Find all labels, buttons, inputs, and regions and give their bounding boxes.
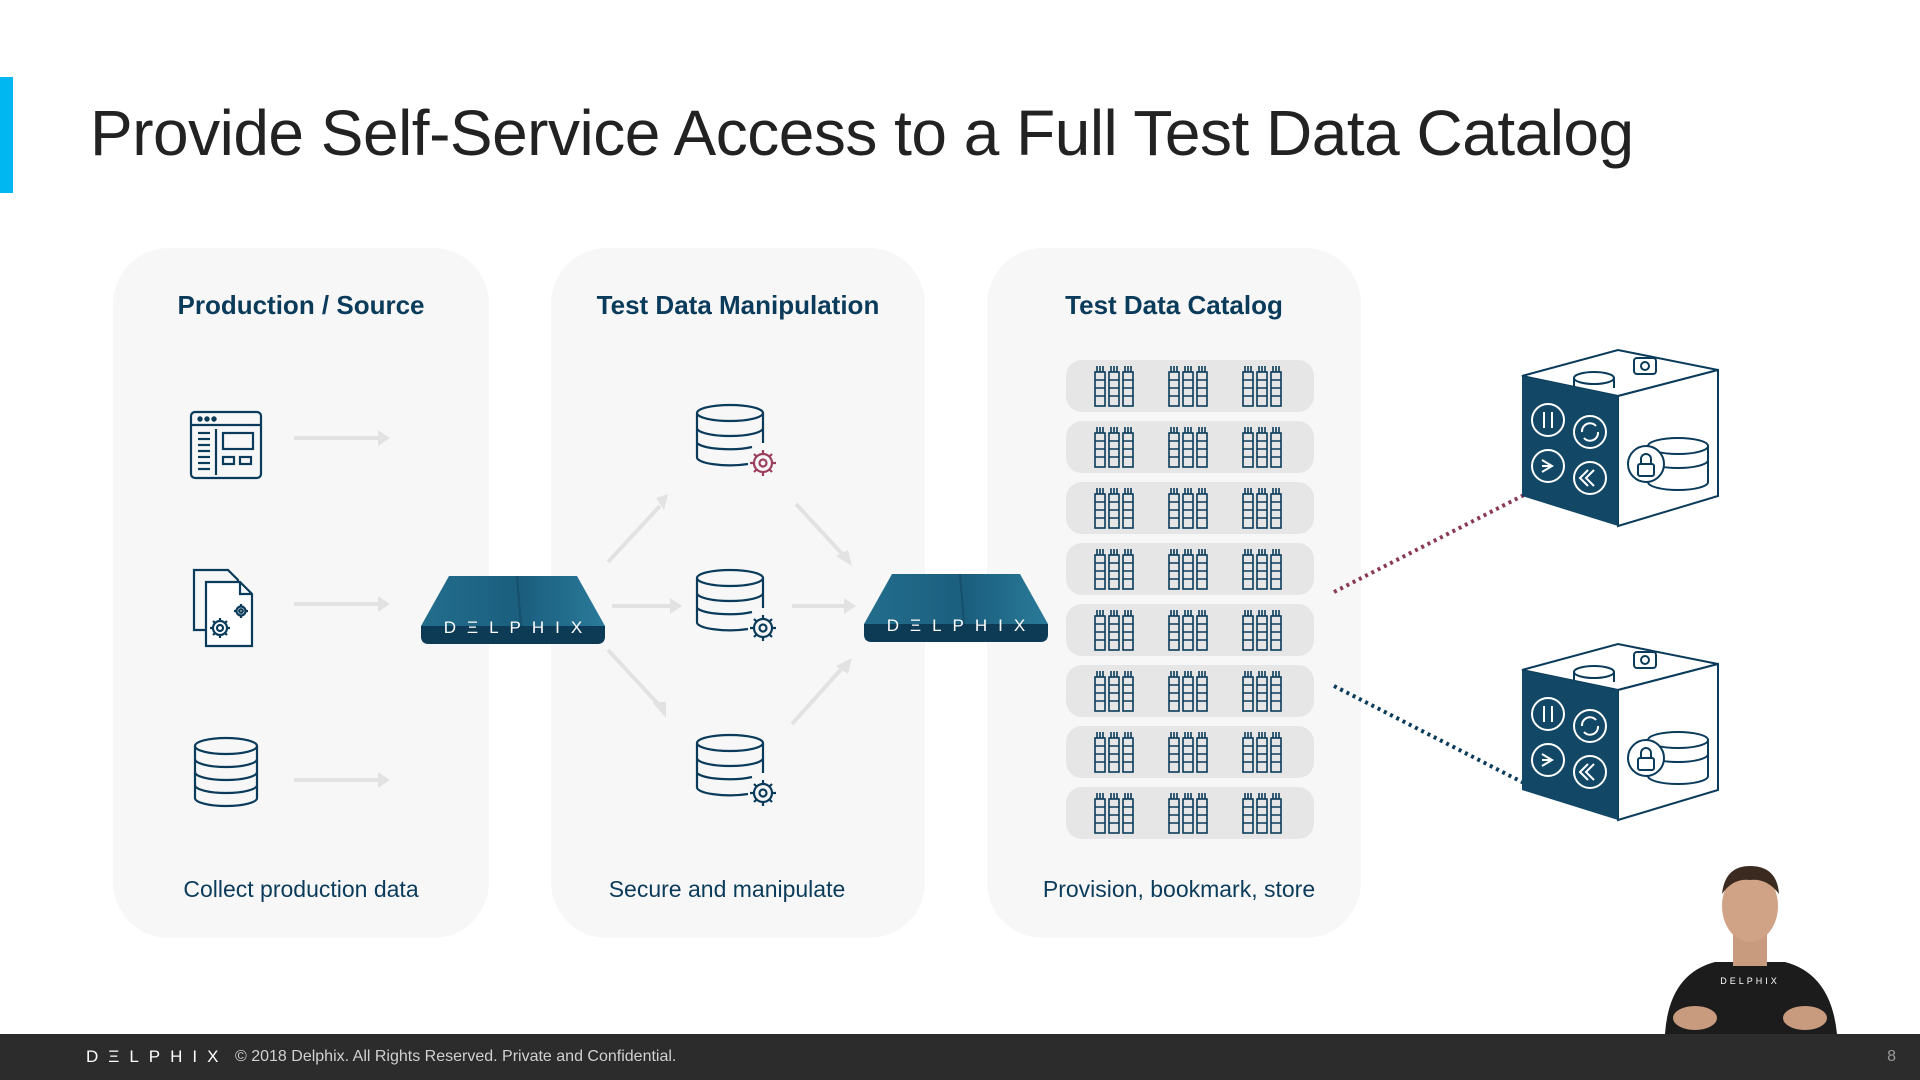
database-gear-icon-masked: [695, 403, 776, 476]
panel-caption-manipulation: Secure and manipulate: [608, 876, 846, 902]
appliance-label-2: DΞLPHIX: [886, 616, 1037, 635]
database-gear-icon: [695, 733, 776, 806]
connector-lines: [1333, 492, 1527, 786]
server-rack-icon: [1168, 732, 1208, 773]
catalog-row: [1066, 421, 1314, 473]
server-rack-icon: [1242, 366, 1282, 407]
server-rack-icon: [1242, 732, 1282, 773]
footer-copyright: © 2018 Delphix. All Rights Reserved. Pri…: [235, 1048, 677, 1065]
server-rack-icon: [1242, 671, 1282, 712]
server-rack-icon: [1094, 793, 1134, 834]
server-rack-icon: [1242, 610, 1282, 651]
catalog-row: [1066, 726, 1314, 778]
document-gear-icon: [192, 568, 254, 648]
delphix-appliance-shape: [864, 573, 1048, 642]
database-icon: [193, 736, 259, 808]
server-rack-icon: [1094, 610, 1134, 651]
environment-cube-icon: [1521, 348, 1719, 528]
panel-production-source: [113, 248, 489, 938]
server-rack-icon: [1168, 427, 1208, 468]
server-rack-icon: [1094, 427, 1134, 468]
catalog-row: [1066, 360, 1314, 412]
panel-heading-production: Production / Source: [177, 290, 425, 320]
panel-heading-manipulation: Test Data Manipulation: [596, 290, 880, 320]
web-app-icon: [189, 410, 263, 480]
panel-heading-catalog: Test Data Catalog: [1065, 290, 1283, 320]
server-rack-icon: [1168, 610, 1208, 651]
server-rack-icon: [1242, 488, 1282, 529]
environment-cube-icon: [1521, 642, 1719, 822]
server-rack-icon: [1094, 671, 1134, 712]
slide-title: Provide Self-Service Access to a Full Te…: [90, 97, 1634, 169]
flow-arrows: [606, 494, 856, 726]
server-rack-icon: [1242, 793, 1282, 834]
panel-caption-production: Collect production data: [183, 876, 419, 902]
server-rack-icon: [1168, 793, 1208, 834]
catalog-row: [1066, 787, 1314, 839]
panel-test-data-manipulation: [551, 248, 925, 938]
delphix-appliance-1: DΞLPHIX: [421, 574, 605, 646]
catalog-row: [1066, 543, 1314, 595]
footer-bar: DΞLPHIX © 2018 Delphix. All Rights Reser…: [0, 1034, 1920, 1080]
server-rack-icon: [1094, 366, 1134, 407]
delphix-appliance-shape: [421, 575, 605, 644]
footer-logo: DΞLPHIX: [86, 1047, 229, 1066]
presenter-video: DELPHIX: [1665, 866, 1837, 1034]
database-gear-icon: [695, 568, 776, 641]
server-rack-icon: [1168, 366, 1208, 407]
server-rack-icon: [1094, 732, 1134, 773]
delphix-appliance-2: DΞLPHIX: [864, 572, 1048, 644]
server-rack-icon: [1242, 427, 1282, 468]
server-rack-icon: [1168, 549, 1208, 590]
presenter-shirt-text: DELPHIX: [1720, 976, 1780, 986]
catalog-row: [1066, 482, 1314, 534]
server-rack-icon: [1168, 488, 1208, 529]
page-number: 8: [1887, 1048, 1896, 1065]
catalog-row: [1066, 604, 1314, 656]
server-rack-icon: [1168, 671, 1208, 712]
panel-caption-catalog: Provision, bookmark, store: [1042, 876, 1316, 902]
server-rack-icon: [1094, 488, 1134, 529]
server-rack-icon: [1242, 549, 1282, 590]
title-accent-bar: [0, 77, 13, 193]
flow-arrows: [294, 430, 390, 788]
server-rack-icon: [1094, 549, 1134, 590]
catalog-row: [1066, 665, 1314, 717]
appliance-label-1: DΞLPHIX: [443, 618, 594, 637]
